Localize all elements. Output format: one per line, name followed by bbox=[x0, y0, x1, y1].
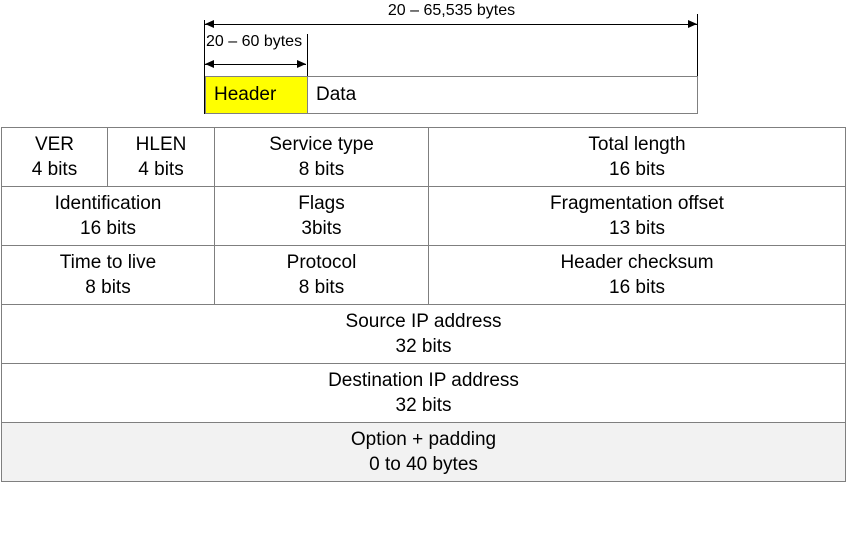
field-size: 32 bits bbox=[395, 336, 452, 357]
header-table-row-1: VER 4 bits HLEN 4 bits Service type 8 bi… bbox=[1, 127, 846, 187]
field-size: 0 to 40 bytes bbox=[369, 454, 478, 475]
field-protocol: Protocol 8 bits bbox=[214, 245, 429, 305]
field-flags: Flags 3bits bbox=[214, 186, 429, 246]
header-length-dimension-label: 20 – 60 bytes bbox=[206, 33, 303, 50]
field-destination-ip-address: Destination IP address 32 bits bbox=[1, 363, 846, 423]
arrow-head-right-icon bbox=[688, 20, 697, 28]
datagram-header-segment: Header bbox=[206, 77, 308, 113]
datagram-data-segment: Data bbox=[308, 77, 697, 113]
header-boundary-tick bbox=[307, 34, 308, 76]
field-label: Fragmentation offset bbox=[550, 193, 724, 214]
field-size: 8 bits bbox=[298, 159, 345, 180]
field-size: 8 bits bbox=[85, 277, 131, 298]
field-label: Source IP address bbox=[345, 311, 502, 332]
right-extension-tick bbox=[697, 14, 698, 76]
field-option-padding: Option + padding 0 to 40 bytes bbox=[1, 422, 846, 482]
header-length-double-arrow-icon bbox=[205, 60, 306, 69]
field-fragmentation-offset: Fragmentation offset 13 bits bbox=[428, 186, 846, 246]
header-table-row-4: Source IP address 32 bits bbox=[1, 304, 846, 364]
field-total-length: Total length 16 bits bbox=[428, 127, 846, 187]
field-size: 4 bits bbox=[138, 159, 184, 180]
header-table-row-3: Time to live 8 bits Protocol 8 bits Head… bbox=[1, 245, 846, 305]
field-label: Time to live bbox=[59, 252, 157, 273]
header-table-row-6: Option + padding 0 to 40 bytes bbox=[1, 422, 846, 482]
field-label: Flags bbox=[298, 193, 345, 214]
field-header-checksum: Header checksum 16 bits bbox=[428, 245, 846, 305]
field-size: 8 bits bbox=[298, 277, 345, 298]
total-length-dimension-label: 20 – 65,535 bytes bbox=[387, 2, 516, 19]
field-label: Destination IP address bbox=[328, 370, 519, 391]
field-label: HLEN bbox=[135, 134, 187, 155]
field-identification: Identification 16 bits bbox=[1, 186, 215, 246]
field-size: 4 bits bbox=[31, 159, 78, 180]
field-size: 3bits bbox=[301, 218, 342, 239]
datagram-bar: Header Data bbox=[205, 76, 698, 114]
field-label: Service type bbox=[269, 134, 374, 155]
field-label: VER bbox=[34, 134, 75, 155]
field-size: 16 bits bbox=[609, 159, 665, 180]
datagram-overview: 20 – 65,535 bytes 20 – 60 bytes Header D… bbox=[0, 0, 856, 120]
total-length-double-arrow-icon bbox=[205, 20, 697, 29]
header-table-row-2: Identification 16 bits Flags 3bits Fragm… bbox=[1, 186, 846, 246]
field-source-ip-address: Source IP address 32 bits bbox=[1, 304, 846, 364]
field-time-to-live: Time to live 8 bits bbox=[1, 245, 215, 305]
field-label: Total length bbox=[588, 134, 686, 155]
field-hlen: HLEN 4 bits bbox=[107, 127, 215, 187]
header-table-row-5: Destination IP address 32 bits bbox=[1, 363, 846, 423]
field-size: 32 bits bbox=[395, 395, 452, 416]
field-label: Protocol bbox=[286, 252, 357, 273]
ipv4-header-field-table: VER 4 bits HLEN 4 bits Service type 8 bi… bbox=[1, 127, 846, 482]
field-size: 16 bits bbox=[609, 277, 665, 298]
field-size: 13 bits bbox=[609, 218, 665, 239]
field-label: Option + padding bbox=[350, 429, 497, 450]
arrow-head-right-icon bbox=[297, 60, 306, 68]
field-label: Identification bbox=[54, 193, 162, 214]
field-size: 16 bits bbox=[80, 218, 136, 239]
arrow-shaft bbox=[205, 64, 306, 65]
field-ver: VER 4 bits bbox=[1, 127, 108, 187]
arrow-shaft bbox=[205, 24, 697, 25]
field-service-type: Service type 8 bits bbox=[214, 127, 429, 187]
field-label: Header checksum bbox=[560, 252, 714, 273]
left-extension-tick bbox=[204, 20, 205, 114]
